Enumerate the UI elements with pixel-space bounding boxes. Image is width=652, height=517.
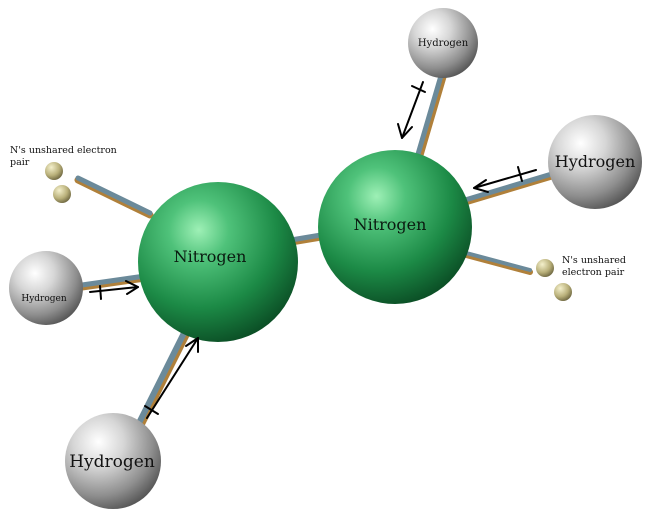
polarity-arrow-bottom <box>144 337 199 419</box>
nitrogen-sphere <box>318 150 472 304</box>
hydrogen-label: Hydrogen <box>21 294 67 304</box>
nitrogen-atom-left: Nitrogen <box>138 182 298 342</box>
hydrogen-sphere <box>548 115 642 209</box>
hydrogen-label: Hydrogen <box>555 152 636 171</box>
nitrogen-label: Nitrogen <box>174 247 247 266</box>
hydrogen-sphere <box>408 8 478 78</box>
bond-n-lonepair-left-core <box>75 175 153 216</box>
lone-pair-label: electron pair <box>562 267 625 278</box>
hydrogen-label: Hydrogen <box>69 452 155 472</box>
lone-pair-electron <box>536 259 554 277</box>
lone-pair-electron <box>53 185 71 203</box>
hydrogen-atom-top-right: Hydrogen <box>408 8 478 78</box>
hydrogen-atom-left: Hydrogen <box>9 251 83 325</box>
lone-pair-label: N's unshared <box>562 255 626 266</box>
polarity-arrow-mid-right <box>473 166 537 193</box>
bond-n-h-left-core <box>72 273 148 289</box>
lone-pair-right: N's unshared electron pair <box>536 255 626 301</box>
hydrogen-sphere <box>65 413 161 509</box>
lone-pair-label: pair <box>10 157 30 168</box>
bond-n-h-bottom-core <box>132 316 194 434</box>
polarity-arrows <box>89 81 537 419</box>
polarity-arrow-left <box>89 280 139 300</box>
nitrogen-atom-right: Nitrogen <box>318 150 472 304</box>
nitrogen-label: Nitrogen <box>354 215 427 234</box>
bond-n-lonepair-right-core <box>453 248 532 272</box>
lone-pair-left: N's unshared electron pair <box>10 145 117 203</box>
hydrogen-atom-mid-right: Hydrogen <box>548 115 642 209</box>
bond-n-h-top-core <box>413 66 446 164</box>
lone-pair-electron <box>45 162 63 180</box>
hydrogen-atom-bottom: Hydrogen <box>65 413 161 509</box>
lone-pair-electron <box>554 283 572 301</box>
polarity-arrow-top <box>397 81 426 139</box>
lone-pair-label: N's unshared electron <box>10 145 117 156</box>
hydrogen-label: Hydrogen <box>418 38 469 49</box>
nitrogen-sphere <box>138 182 298 342</box>
hydrogen-sphere <box>9 251 83 325</box>
